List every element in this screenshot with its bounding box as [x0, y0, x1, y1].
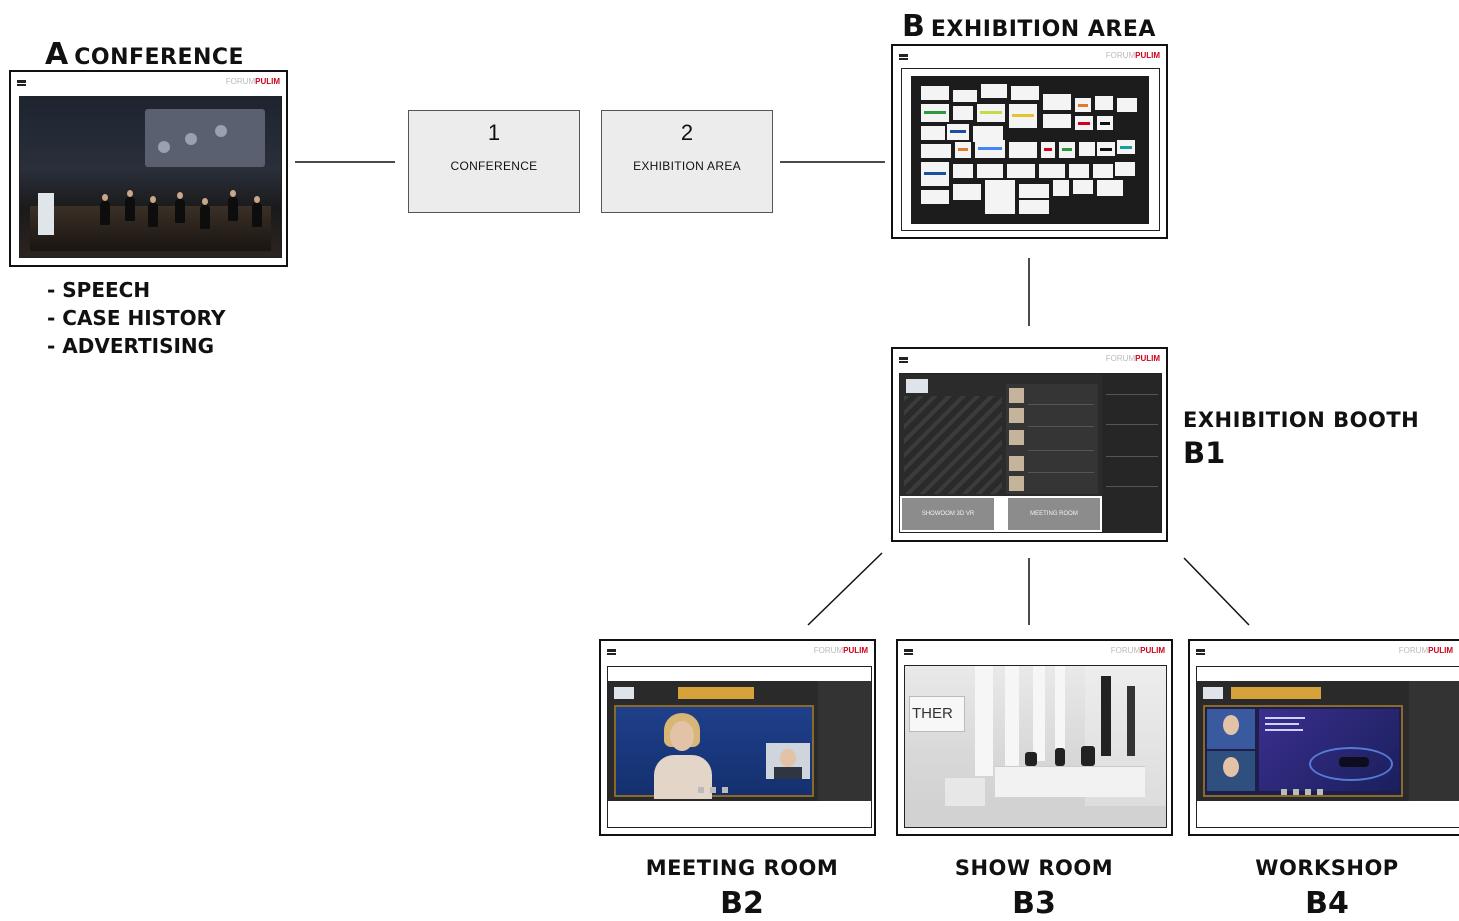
conference-title-text: CONFERENCE	[74, 45, 245, 70]
conference-item: - SPEECH	[47, 278, 151, 302]
booth-code: B1	[1183, 436, 1226, 470]
exhibition-letter: B	[902, 9, 925, 44]
show-room-title: SHOW ROOM	[954, 856, 1114, 880]
forum-logo: FORUMPULIM	[1398, 646, 1453, 655]
forum-logo: FORUMPULIM	[813, 646, 868, 655]
forum-logo: FORUMPULIM	[1105, 354, 1160, 363]
step-label: EXHIBITION AREA	[633, 159, 741, 173]
forum-logo: FORUMPULIM	[225, 77, 280, 86]
conference-item: - ADVERTISING	[47, 334, 215, 358]
meeting-room-screen[interactable]: FORUMPULIM	[599, 639, 876, 836]
workshop-screen[interactable]: FORUMPULIM	[1188, 639, 1459, 836]
conference-screen[interactable]: FORUMPULIM	[9, 70, 288, 267]
conference-photo	[19, 96, 282, 258]
exhibition-booth-screen[interactable]: FORUMPULIM SHOWOOM 3D VR MEETING ROOM	[891, 347, 1168, 542]
booth-interior: SHOWOOM 3D VR MEETING ROOM	[899, 373, 1162, 533]
meeting-room-button[interactable]: MEETING ROOM	[1008, 498, 1100, 530]
workshop-title: WORKSHOP	[1255, 856, 1399, 880]
show-room-code: B3	[1012, 886, 1056, 921]
forum-logo: FORUMPULIM	[1105, 51, 1160, 60]
conference-letter: A	[45, 37, 69, 72]
workshop-caption: WORKSHOP B4	[1207, 856, 1447, 921]
forum-logo: FORUMPULIM	[1110, 646, 1165, 655]
step-exhibition-area[interactable]: 2 EXHIBITION AREA	[601, 110, 773, 213]
exhibition-area-screen[interactable]: FORUMPULIM	[891, 44, 1168, 239]
step-number: 2	[680, 120, 694, 145]
booth-title-text: EXHIBITION BOOTH	[1183, 408, 1420, 432]
meeting-room-view	[607, 666, 872, 828]
menu-icon[interactable]	[17, 80, 26, 86]
step-label: CONFERENCE	[450, 159, 538, 173]
show-room-screen[interactable]: FORUMPULIM THER	[896, 639, 1173, 836]
showroom-3d-vr-button[interactable]: SHOWOOM 3D VR	[902, 498, 994, 530]
meeting-room-title: MEETING ROOM	[645, 856, 839, 880]
conference-items: - SPEECH - CASE HISTORY - ADVERTISING	[47, 276, 225, 360]
menu-icon[interactable]	[1196, 649, 1205, 655]
workshop-view	[1196, 666, 1459, 828]
show-room-caption: SHOW ROOM B3	[914, 856, 1154, 921]
meeting-room-caption: MEETING ROOM B2	[622, 856, 862, 921]
menu-icon[interactable]	[899, 54, 908, 60]
workshop-code: B4	[1305, 886, 1349, 921]
showroom-sign: THER	[909, 696, 965, 732]
menu-icon[interactable]	[607, 649, 616, 655]
meeting-room-code: B2	[720, 886, 764, 921]
conference-item: - CASE HISTORY	[47, 306, 226, 330]
step-number: 1	[487, 120, 501, 145]
menu-icon[interactable]	[899, 357, 908, 363]
menu-icon[interactable]	[904, 649, 913, 655]
exhibition-wall	[901, 68, 1160, 231]
show-room-3d-view: THER	[904, 665, 1167, 828]
booth-title: EXHIBITION BOOTH B1	[1183, 408, 1419, 470]
step-conference[interactable]: 1 CONFERENCE	[408, 110, 580, 213]
exhibition-title-text: EXHIBITION AREA	[930, 17, 1156, 42]
